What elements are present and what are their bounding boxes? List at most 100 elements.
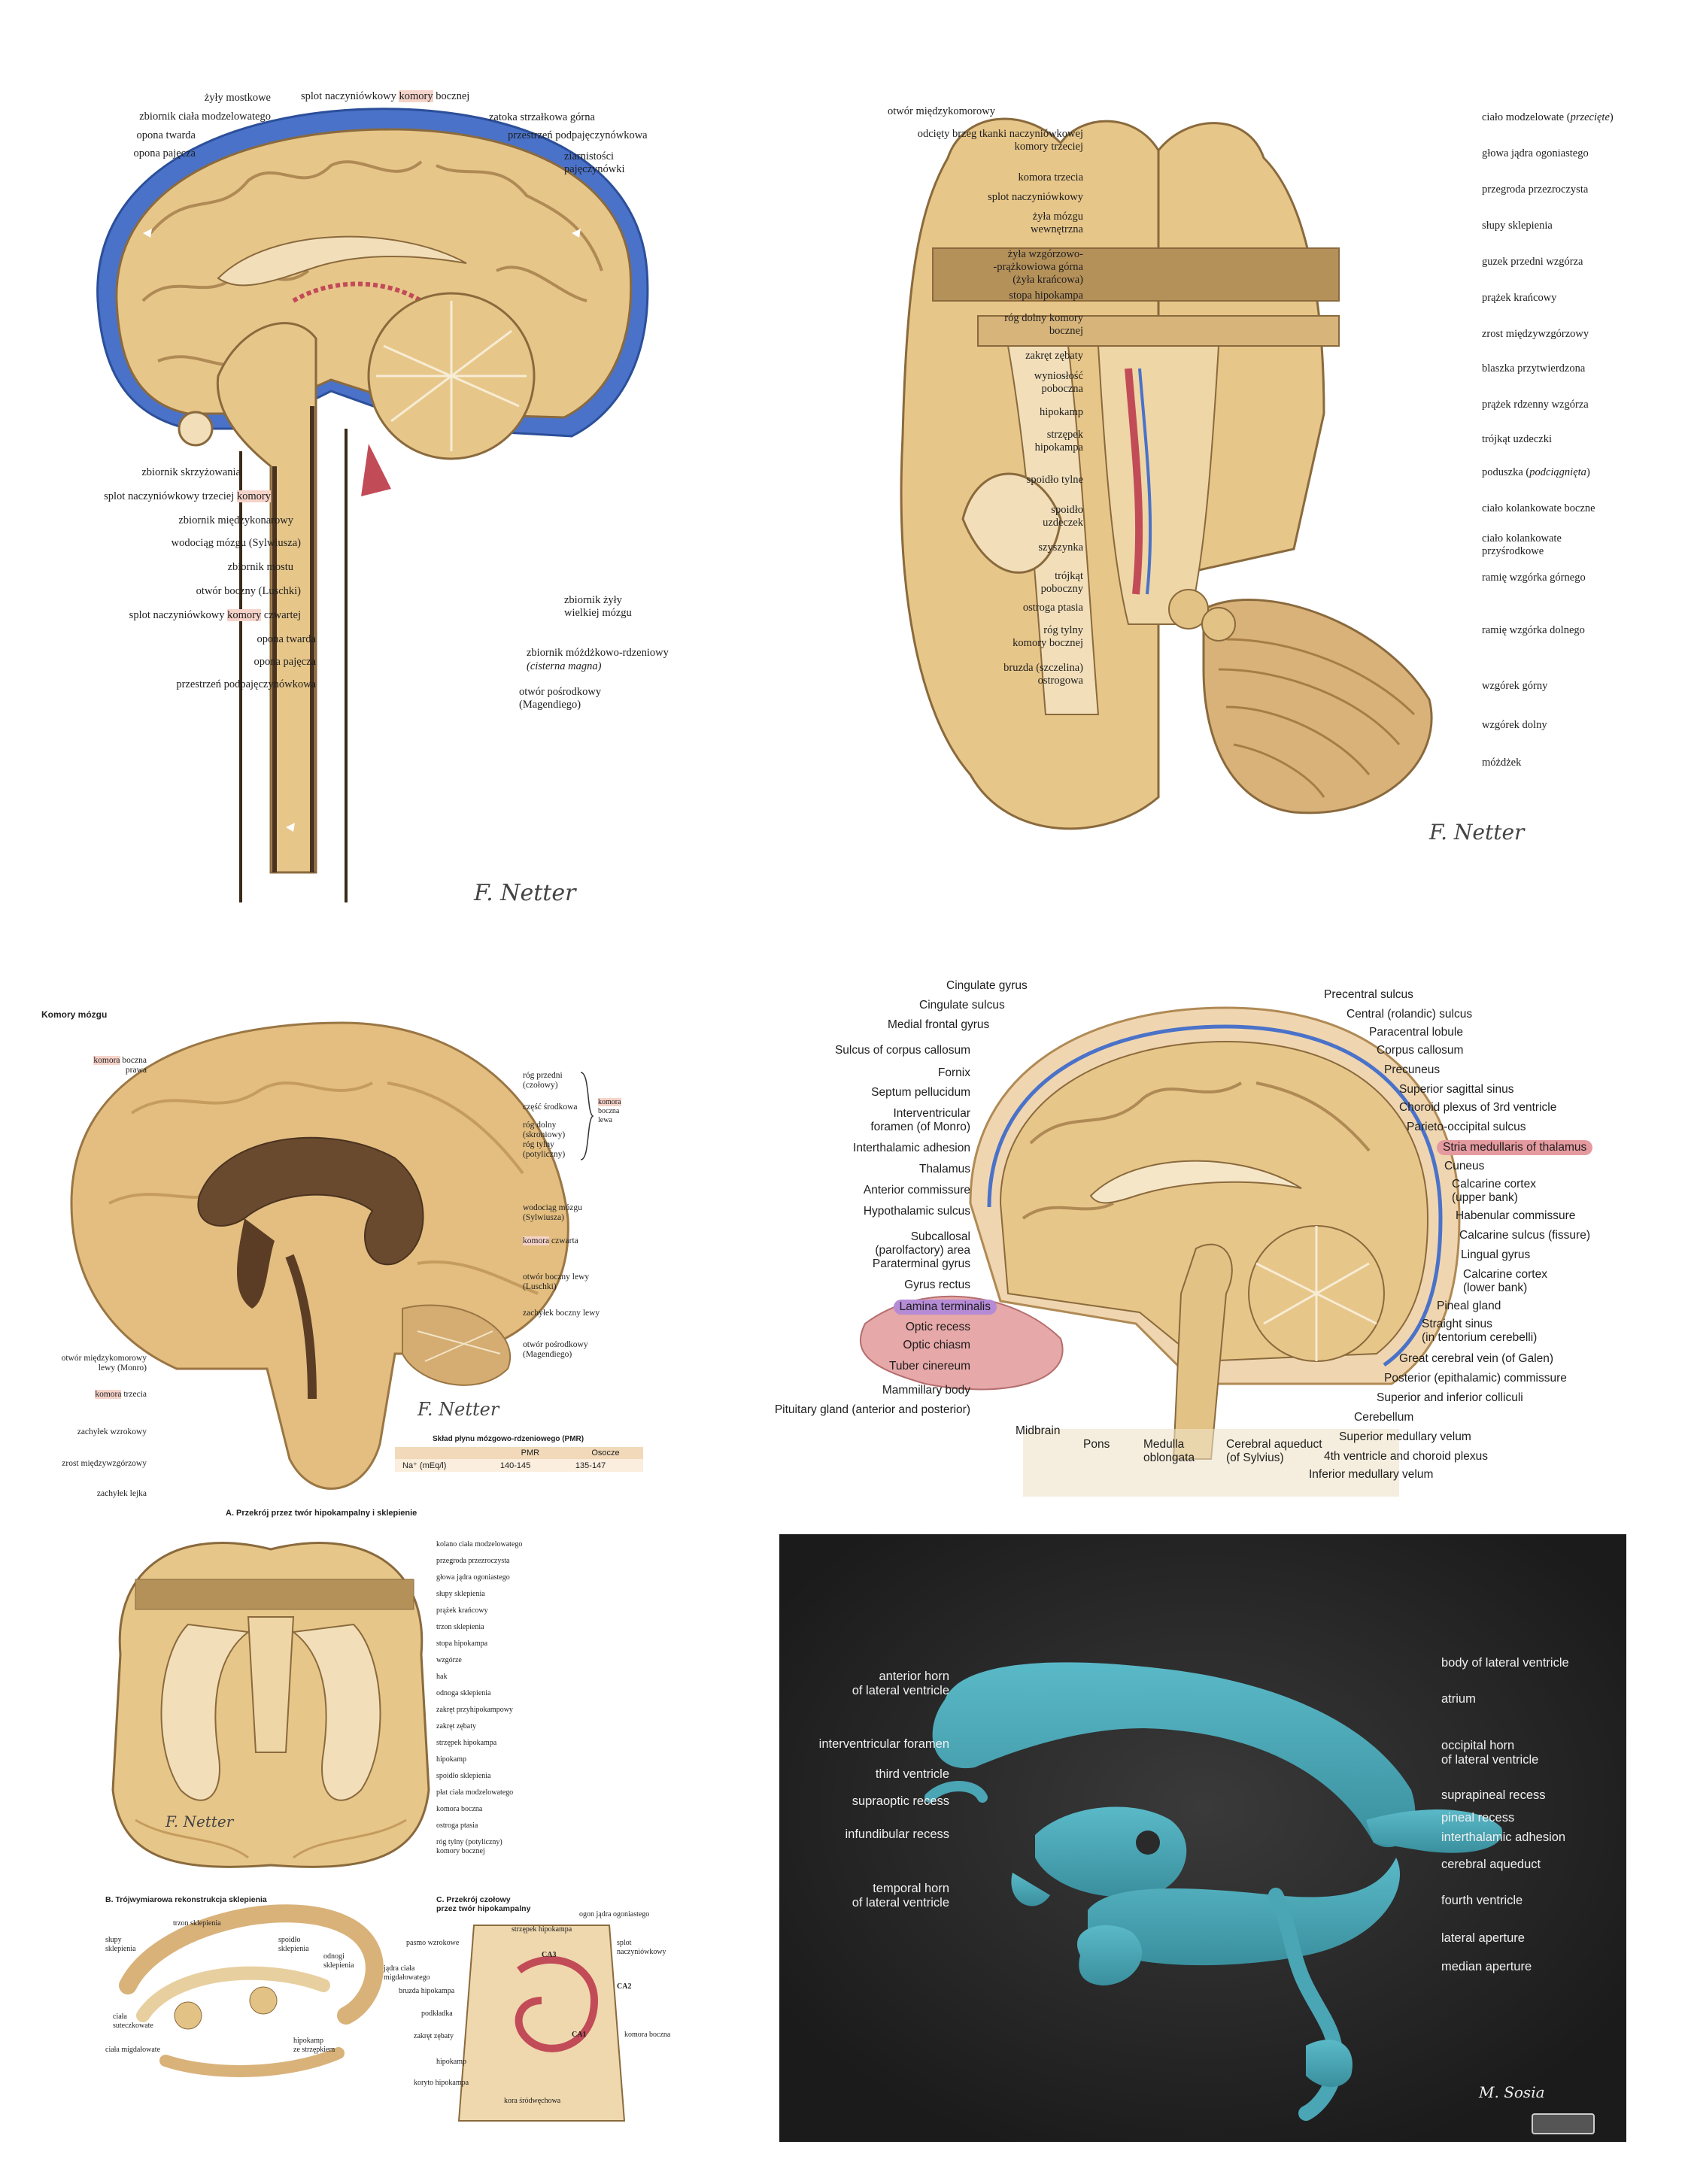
p5-right-label-5: trzon sklepienia	[436, 1623, 484, 1631]
label-zbiornik-miedzykonarowy: zbiornik międzykonarowy	[178, 514, 293, 526]
p6-left-label-4: infundibular recess	[845, 1828, 950, 1841]
label-wodociag-mozgu: wodociąg mózgu (Sylwiusza)	[171, 537, 301, 549]
panel-komory-mozgu: Komory mózgu F. Netter komora boczna pra…	[41, 978, 733, 1504]
label-opona-pajecza-1: opona pajęcza	[133, 147, 196, 159]
p4-right-label-12: Calcarine sulcus (fissure)	[1459, 1229, 1590, 1242]
p2-left-label-1: komora trzecia	[1018, 171, 1083, 184]
p5-c-label-6: podkładka	[421, 2010, 453, 2018]
artist-signature-4: F. Netter	[165, 1812, 234, 1831]
p4-left-label-1: Fornix	[937, 1066, 970, 1079]
p2-left-label-14: trójkąt poboczny	[1040, 570, 1083, 595]
p6-right-label-0: body of lateral ventricle	[1441, 1656, 1569, 1670]
p5-c-label-0: ogon jądra ogoniastego	[579, 1910, 650, 1919]
p5-right-label-18: róg tylny (potyliczny) komory bocznej	[436, 1838, 502, 1855]
p5-c-label-8: hipokamp	[436, 2058, 466, 2066]
p2-right-label-11: ciało kolankowate boczne	[1482, 502, 1595, 514]
p5-c-label-5: bruzda hipokampa	[399, 1987, 455, 1995]
p2-right-label-8: prążek rdzenny wzgórza	[1482, 399, 1589, 411]
panel-ventricle-dissection: F. Netter otwór międzykomorowy odcięty b…	[782, 98, 1670, 895]
p3-left-label-4: zrost międzywzgórzowy	[62, 1459, 147, 1468]
p3-right-label-1: część środkowa	[523, 1103, 578, 1112]
p6-right-label-9: median aperture	[1441, 1960, 1532, 1973]
p4-right-label-16: Straight sinus (in tentorium cerebelli)	[1422, 1318, 1538, 1344]
p4-left-label-6: Anterior commissure	[863, 1184, 970, 1197]
p6-right-label-4: pineal recess	[1441, 1811, 1515, 1825]
label-zatoka-strzalkowa-gorna: zatoka strzałkowa górna	[489, 111, 595, 123]
p2-left-label-9: hipokamp	[1040, 406, 1083, 418]
p4-bottom-label-1: Pons	[1083, 1438, 1110, 1451]
p5-right-label-3: słupy sklepienia	[436, 1590, 485, 1598]
p2-right-label-10: poduszka (podciągnięta)	[1482, 466, 1590, 478]
label-zbiornik-mozdzkowo-rdzeniowy: zbiornik móżdżkowo-rdzeniowy	[527, 647, 669, 659]
p2-right-label-1: głowa jądra ogoniastego	[1482, 147, 1589, 159]
p5-right-label-14: spoidło sklepienia	[436, 1772, 491, 1780]
p4-right-label-22: 4th ventricle and choroid plexus	[1324, 1450, 1488, 1463]
p2-right-label-16: wzgórek dolny	[1482, 719, 1547, 731]
pmr-table-title: Skład płynu mózgowo-rdzeniowego (PMR)	[433, 1435, 584, 1443]
p2-right-label-13: ramię wzgórka górnego	[1482, 572, 1586, 584]
p2-left-label-0: odcięty brzeg tkanki naczyniówkowej komo…	[917, 128, 1083, 153]
p5-right-label-9: odnoga sklepienia	[436, 1689, 491, 1697]
p5-right-label-12: strzępek hipokampa	[436, 1739, 497, 1747]
p3-left-label-2: komora trzecia	[95, 1390, 147, 1399]
p6-right-label-6: cerebral aqueduct	[1441, 1858, 1541, 1871]
p2-right-label-0: ciało modzelowate (przecięte)	[1482, 111, 1614, 123]
p2-right-label-14: ramię wzgórka dolnego	[1482, 624, 1585, 636]
label-zbiornik-skrzyzowania: zbiornik skrzyżowania	[141, 466, 241, 478]
p2-right-label-7: blaszka przytwierdzona	[1482, 362, 1586, 375]
label-otwor-posrodkowy-magendiego: otwór pośrodkowy (Magendiego)	[519, 686, 602, 711]
p6-left-label-2: third ventricle	[875, 1767, 949, 1781]
label-opona-twarda-2: opona twarda	[257, 633, 316, 645]
label-splot-komory-bocznej: splot naczyniówkowy komory bocznej	[301, 90, 470, 102]
p4-bottom-label-0: Midbrain	[1016, 1424, 1061, 1437]
label-zbiornik-zyly-wielkiej: zbiornik żyły wielkiej mózgu	[564, 594, 632, 619]
p5-right-label-10: zakręt przyhipokampowy	[436, 1706, 513, 1714]
p5-b-label-6: hipokamp ze strzępkiem	[293, 2037, 335, 2054]
panel-ventricle-cast: M. Sosia anterior horn of lateral ventri…	[779, 1534, 1626, 2142]
artist-signature-3: F. Netter	[417, 1399, 499, 1420]
p4-right-label-2: Paracentral lobule	[1369, 1026, 1463, 1039]
p2-right-label-12: ciało kolankowate przyśrodkowe	[1482, 532, 1562, 557]
p2-right-label-5: prążek krańcowy	[1482, 292, 1557, 304]
pmr-cell-pmr: 140-145	[499, 1461, 531, 1470]
p2-left-label-6: róg dolny komory bocznej	[1004, 312, 1083, 337]
ventricle-dissection-illustration	[900, 117, 1433, 830]
p5-c-label-12: CA3	[542, 1951, 557, 1959]
hippocampus-section-illustration	[111, 1542, 626, 2122]
p5-c-label-14: CA1	[572, 2031, 587, 2039]
p2-right-label-15: wzgórek górny	[1482, 680, 1548, 692]
p4-right-label-23: Inferior medullary velum	[1309, 1468, 1434, 1481]
p5-right-label-11: zakręt zębaty	[436, 1722, 477, 1731]
p4-left-label-9: Paraterminal gyrus	[872, 1257, 970, 1270]
p3-right-label-2: róg dolny (skroniowy)	[523, 1121, 566, 1139]
p2-left-label-10: strzępek hipokampa	[1034, 429, 1083, 453]
csf-sagittal-illustration	[96, 108, 649, 902]
p5-b-label-0: trzon sklepienia	[173, 1919, 221, 1928]
pmr-header-empty	[395, 1447, 493, 1459]
p5-right-label-4: prążek krańcowy	[436, 1606, 488, 1615]
ventricles-in-brain-illustration	[70, 1021, 569, 1490]
label-zbiornik-mostu: zbiornik mostu	[227, 561, 293, 573]
p5-c-label-4: jądra ciała migdałowatego	[384, 1964, 430, 1982]
p2-right-label-9: trójkąt uzdeczki	[1482, 433, 1552, 445]
p3-left-label-5: zachyłek lejka	[96, 1489, 147, 1498]
p2-left-label-7: zakręt zębaty	[1025, 350, 1083, 362]
p4-left-label-8: Subcallosal (parolfactory) area	[875, 1230, 970, 1257]
p3-right-label-0: róg przedni (czołowy)	[523, 1071, 563, 1090]
p5-c-label-10: kora śródwęchowa	[504, 2097, 561, 2105]
p5-b-label-1: słupy sklepienia	[105, 1936, 136, 1953]
p4-right-label-5: Superior sagittal sinus	[1399, 1083, 1514, 1096]
p6-right-label-3: suprapineal recess	[1441, 1788, 1546, 1802]
p2-left-label-13: szyszynka	[1038, 541, 1083, 554]
artist-signature-5: M. Sosia	[1479, 2083, 1545, 2101]
label-otwor-miedzykomorowy: otwór międzykomorowy	[888, 105, 995, 117]
p4-left-label-12: Optic recess	[905, 1321, 970, 1333]
p4-bottom-label-2: Medulla oblongata	[1143, 1438, 1195, 1464]
p5-c-label-13: CA2	[617, 1982, 632, 1991]
p4-right-label-20: Cerebellum	[1354, 1411, 1414, 1424]
p2-left-label-17: bruzda (szczelina) ostrogowa	[1003, 662, 1083, 687]
panel5-title-b: B. Trójwymiarowa rekonstrukcja sklepieni…	[105, 1895, 267, 1904]
label-opona-pajecza-2: opona pajęcza	[254, 656, 316, 668]
p6-right-label-8: lateral aperture	[1441, 1931, 1525, 1945]
